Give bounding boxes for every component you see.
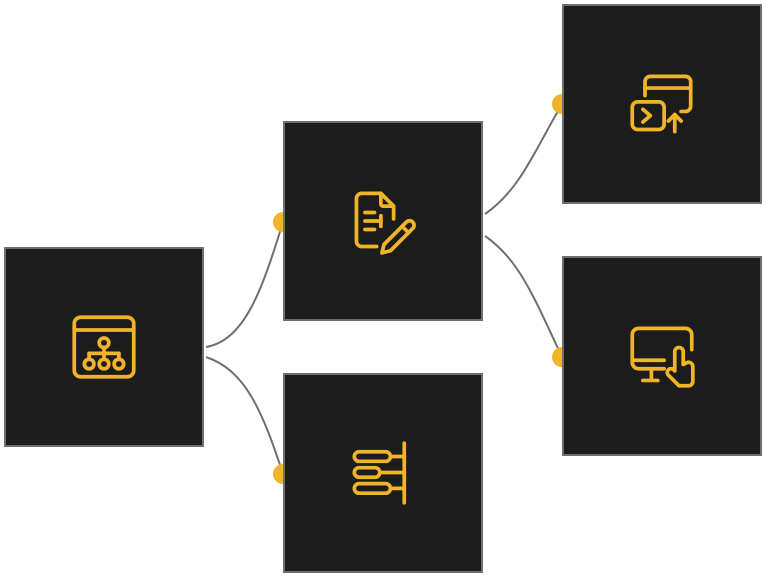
tree-list-icon [352, 441, 407, 505]
touch-monitor-icon [630, 326, 695, 388]
node-plan[interactable] [283, 121, 483, 321]
terminal-upload-icon [630, 74, 693, 134]
node-screen[interactable] [562, 256, 762, 456]
node-deploy[interactable] [562, 4, 762, 204]
connector-root-list [205, 356, 284, 475]
sitemap-window-icon [72, 315, 136, 379]
connector-plan-screen [484, 235, 563, 358]
connector-plan-deploy [484, 103, 563, 215]
document-edit-icon [354, 191, 416, 255]
node-root[interactable] [4, 247, 204, 447]
connector-root-plan [205, 221, 284, 348]
node-list[interactable] [283, 373, 483, 573]
